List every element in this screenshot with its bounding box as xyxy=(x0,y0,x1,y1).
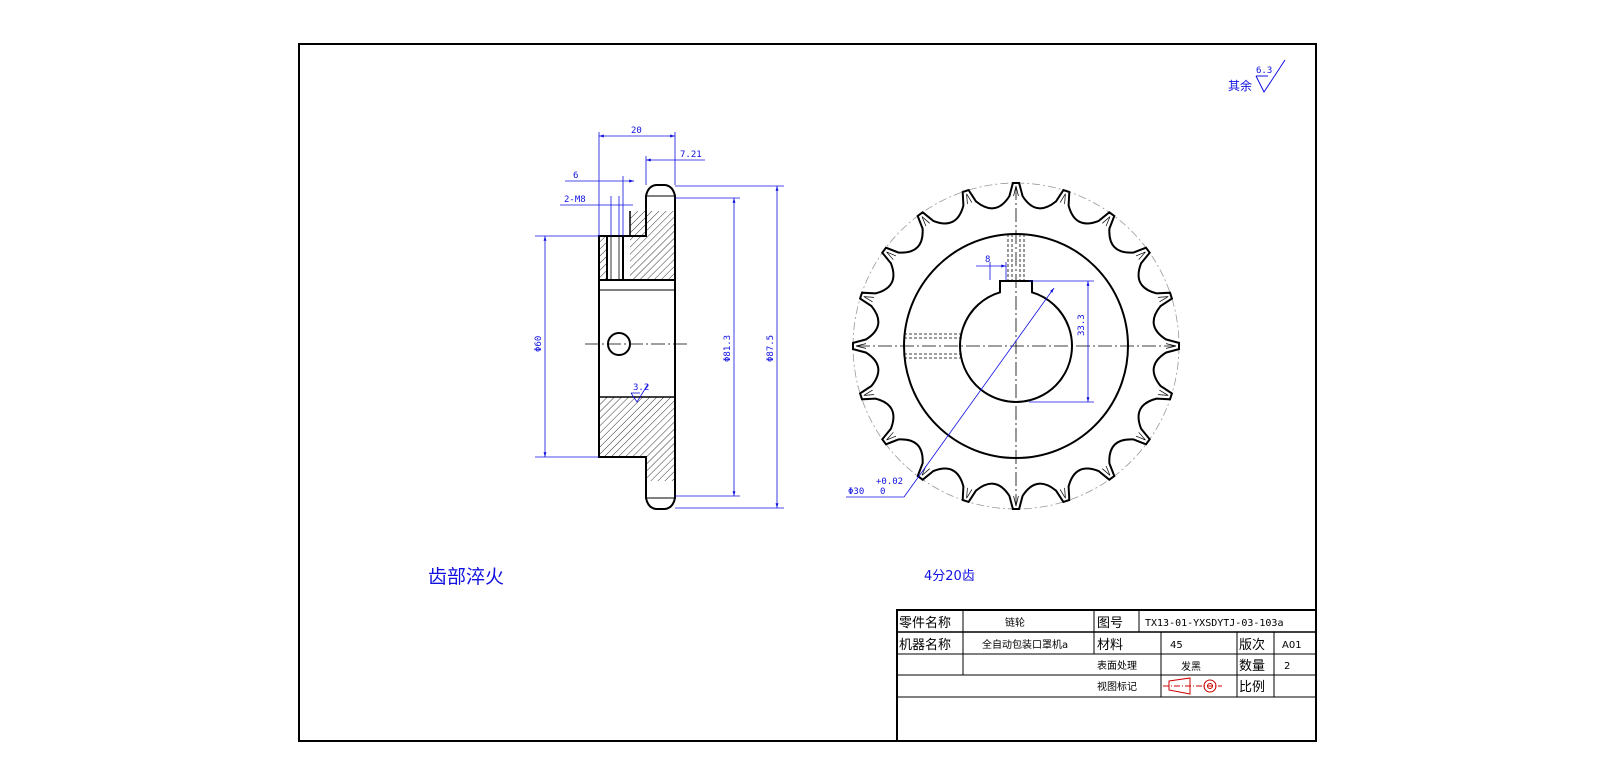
dim-width: 20 xyxy=(631,126,642,136)
sprocket-tooth xyxy=(1059,193,1066,205)
dim-tooth: 7.21 xyxy=(680,150,702,160)
sprocket-tooth xyxy=(1135,432,1146,441)
surface-label: 表面处理 xyxy=(1097,659,1137,672)
side-view: 20 7.21 6 2-M8 Φ60 Φ81.3 Φ87.5 3.2 xyxy=(534,126,784,510)
dim-hub-dia: Φ60 xyxy=(534,336,544,352)
material-value: 45 xyxy=(1170,640,1183,651)
view-mark-label: 视图标记 xyxy=(1097,680,1137,693)
roughness-value: 6.3 xyxy=(1256,66,1272,76)
machine-name-value: 全自动包装口罩机a xyxy=(982,638,1068,651)
dim-key-depth: 33.3 xyxy=(1077,314,1087,336)
part-name-value: 链轮 xyxy=(1005,616,1025,629)
title-block xyxy=(896,609,1317,742)
front-view: 8 33.3 Φ30 +0.02 0 xyxy=(846,182,1180,510)
sprocket-tooth xyxy=(1135,251,1146,260)
sprocket-tooth xyxy=(886,251,897,260)
dim-keyway: 8 xyxy=(985,255,990,265)
spec-note: 4分20齿 xyxy=(924,569,975,584)
dim-tip-dia: Φ87.5 xyxy=(766,335,776,362)
roughness-bore: 3.2 xyxy=(633,383,649,393)
version-label: 版次 xyxy=(1239,637,1265,653)
drawing-no-value: TX13-01-YXSDYTJ-03-103a xyxy=(1145,618,1283,629)
sprocket-tooth xyxy=(1157,389,1169,396)
drawing-no-label: 图号 xyxy=(1097,616,1123,631)
roughness-prefix: 其余 xyxy=(1228,78,1252,93)
dim-thread: 2-M8 xyxy=(564,195,586,205)
sprocket-tooth xyxy=(863,296,875,303)
sprocket-tooth xyxy=(966,487,973,499)
part-name-label: 零件名称 xyxy=(899,615,951,631)
surface-value: 发黑 xyxy=(1181,660,1201,673)
sprocket-tooth xyxy=(1059,487,1066,499)
sprocket-tooth xyxy=(1102,465,1111,476)
sprocket-tooth xyxy=(966,193,973,205)
version-value: A01 xyxy=(1282,640,1302,651)
sprocket-tooth xyxy=(921,465,930,476)
scale-label: 比例 xyxy=(1239,680,1265,695)
sprocket-tooth xyxy=(1102,216,1111,227)
machine-name-label: 机器名称 xyxy=(899,637,951,653)
dim-bore: Φ30 xyxy=(848,487,864,497)
projection-symbol-icon xyxy=(1163,677,1222,695)
sprocket-tooth xyxy=(1157,296,1169,303)
qty-label: 数量 xyxy=(1239,659,1265,674)
heat-treat-note: 齿部淬火 xyxy=(428,566,504,588)
material-label: 材料 xyxy=(1097,638,1123,653)
qty-value: 2 xyxy=(1284,661,1290,672)
dim-offset: 6 xyxy=(573,171,578,181)
sprocket-tooth xyxy=(921,216,930,227)
dim-bore-tol-lower: 0 xyxy=(880,487,885,497)
roughness-note: 其余 6.3 xyxy=(1228,59,1286,94)
dim-root-dia: Φ81.3 xyxy=(723,335,733,362)
sheet-border xyxy=(298,43,1317,742)
dim-bore-tol-upper: +0.02 xyxy=(876,477,903,487)
sprocket-tooth xyxy=(886,432,897,441)
sprocket-tooth xyxy=(863,389,875,396)
